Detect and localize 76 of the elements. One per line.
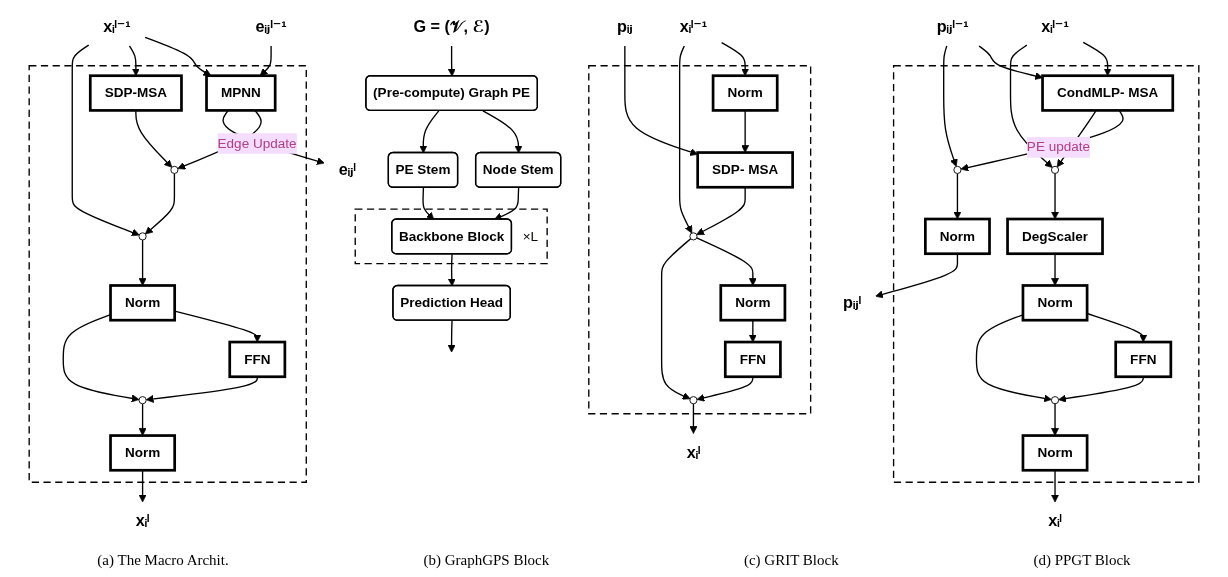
node-box: Norm <box>1021 434 1089 472</box>
node-box: FFN <box>228 340 287 379</box>
node-circle <box>138 232 147 241</box>
node-box: FFN <box>1114 340 1173 379</box>
node-label: ×L <box>522 228 539 244</box>
arrow <box>953 172 962 220</box>
arrow <box>1051 403 1059 436</box>
arrow <box>1058 376 1144 403</box>
node-box: SDP- MSA <box>696 151 794 189</box>
arrow <box>689 403 698 434</box>
figure-caption: (d) PPGT Block <box>1033 552 1131 569</box>
figure-caption: (a) The Macro Archit. <box>97 552 229 569</box>
arrow <box>978 45 1043 80</box>
arrow <box>62 314 140 403</box>
node-text: eᵢⱼˡ⁻¹ <box>255 17 287 36</box>
arrow <box>696 376 754 402</box>
arrow <box>482 110 523 154</box>
node-circle <box>138 396 147 405</box>
arrow <box>696 237 757 286</box>
arrow <box>447 253 456 287</box>
cluster <box>354 208 548 265</box>
node-box: SDP-MSA <box>88 74 183 112</box>
arrow <box>422 187 435 220</box>
arrow <box>494 187 520 221</box>
cluster <box>892 65 1200 483</box>
edge-label: Edge Update <box>217 134 297 151</box>
node-text: pᵢⱼˡ <box>843 293 862 312</box>
arrow <box>943 45 958 167</box>
node-box: DegScaler <box>1006 217 1104 256</box>
node-text: xᵢˡ <box>686 443 701 462</box>
arrow <box>145 376 258 403</box>
node-box: Norm <box>109 284 176 322</box>
node-circle <box>953 165 962 174</box>
arrow <box>138 239 147 286</box>
node-circle <box>1050 165 1060 174</box>
arrow <box>144 172 176 235</box>
node-circle <box>689 396 698 405</box>
node-box: Norm <box>711 74 779 112</box>
node-box: CondMLP- MSA <box>1041 74 1175 112</box>
cluster <box>588 65 812 415</box>
node-box: Norm <box>109 434 176 472</box>
node-text: G = (𝒱, ℰ) <box>413 17 490 36</box>
arrow <box>144 36 212 77</box>
arrow <box>138 403 147 436</box>
node-circle <box>1050 396 1060 405</box>
figure-caption: (c) GRIT Block <box>743 552 839 569</box>
node-circle <box>689 232 698 241</box>
node-text: eᵢⱼˡ <box>338 160 356 179</box>
cluster <box>28 65 307 483</box>
node-text: xᵢˡ <box>1048 511 1062 530</box>
arrow <box>678 45 693 234</box>
node-text: xᵢˡ⁻¹ <box>1041 17 1069 36</box>
arrow <box>660 238 692 400</box>
arrow <box>419 110 440 154</box>
arrow <box>447 319 456 353</box>
node-text: pᵢⱼ <box>616 17 633 36</box>
arrow <box>1051 172 1059 220</box>
arrow <box>447 45 456 77</box>
arrow <box>875 253 959 299</box>
node-box: Norm <box>719 284 787 322</box>
arrow <box>975 314 1052 403</box>
arrow <box>71 44 140 237</box>
node-text: xᵢˡ⁻¹ <box>103 17 131 36</box>
node-text: xᵢˡ⁻¹ <box>679 17 708 36</box>
node-text: pᵢⱼˡ⁻¹ <box>936 17 969 36</box>
figure-caption: (b) GraphGPS Block <box>423 552 550 569</box>
node-box: Norm <box>924 217 991 256</box>
edge-label: PE update <box>1026 138 1091 155</box>
node-circle <box>170 165 179 174</box>
arrow <box>174 310 262 343</box>
node-box: Norm <box>1021 284 1089 322</box>
node-box: FFN <box>723 340 782 379</box>
node-box: MPNN <box>205 74 277 112</box>
node-text: xᵢˡ <box>135 511 150 530</box>
arrow <box>624 45 699 156</box>
arrow <box>1051 253 1059 286</box>
